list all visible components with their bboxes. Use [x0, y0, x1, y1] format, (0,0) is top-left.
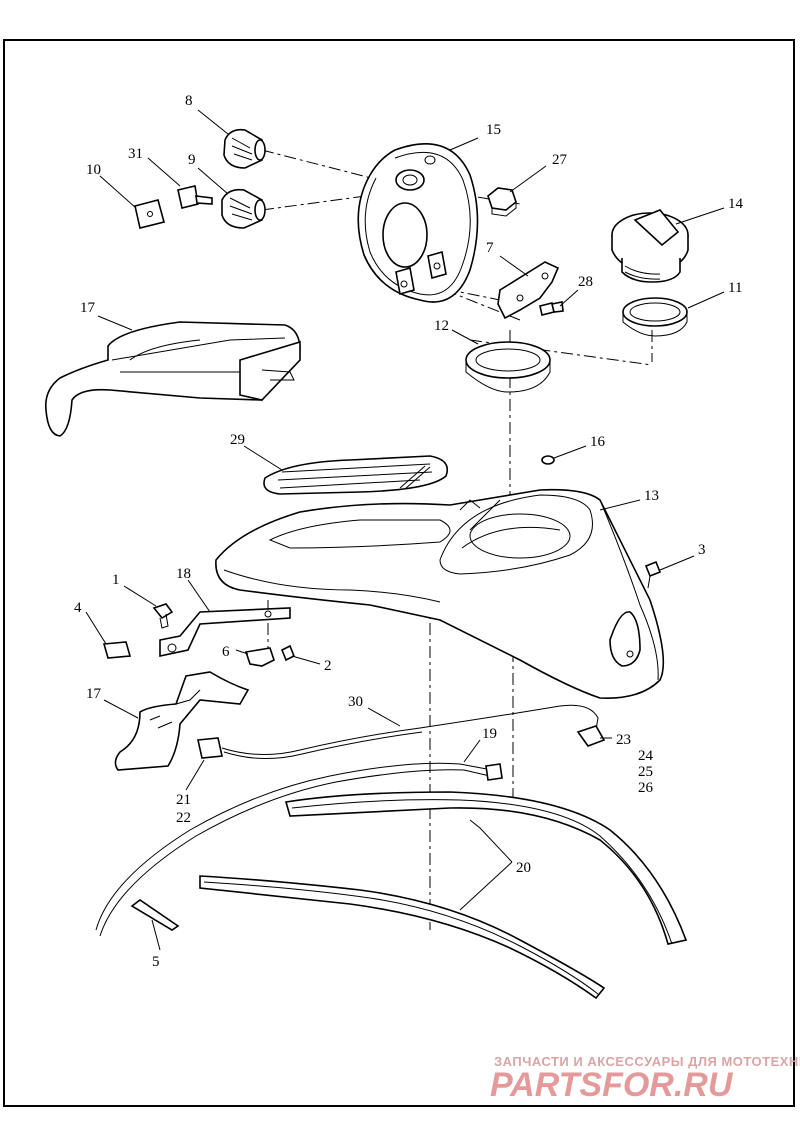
callout-20: 20 [516, 860, 531, 876]
callout-12: 12 [434, 318, 449, 334]
callout-16: 16 [590, 434, 606, 450]
callout-11: 11 [728, 280, 742, 296]
callout-17-upper: 17 [80, 300, 96, 316]
part-17-side-panel-upper [44, 321, 301, 437]
callout-14: 14 [728, 196, 744, 212]
part-19-hose [95, 762, 503, 937]
part-9-knob [221, 188, 266, 229]
callout-9: 9 [188, 152, 196, 168]
part-20-trim-upper [284, 791, 688, 945]
callout-2: 2 [324, 658, 332, 674]
part-11-ring [622, 297, 688, 337]
callout-27: 27 [552, 152, 568, 168]
callout-8: 8 [185, 93, 193, 109]
part-16-plug [541, 455, 555, 465]
callout-7: 7 [486, 240, 494, 256]
callout-19: 19 [482, 726, 497, 742]
callout-4: 4 [74, 600, 82, 616]
part-23-connector [576, 725, 606, 747]
part-7-bracket [497, 261, 560, 320]
part-15-mount-plate [357, 143, 479, 303]
part-18-bracket [159, 607, 291, 657]
callout-21: 21 [176, 792, 191, 808]
callout-5: 5 [152, 954, 160, 970]
callout-23: 23 [616, 732, 631, 748]
part-8-knob [223, 128, 266, 169]
diagram-border [3, 39, 795, 1107]
leader-lines [85, 109, 725, 951]
part-3-screw [644, 560, 662, 589]
callout-13: 13 [644, 488, 659, 504]
part-30-wire [197, 704, 599, 760]
part-14-fuel-cap [611, 209, 689, 283]
callout-labels: 8 15 31 9 27 10 14 7 28 11 17 12 16 29 1… [74, 93, 744, 970]
part-13-console [215, 488, 665, 699]
callout-22: 22 [176, 810, 191, 826]
callout-6: 6 [222, 644, 230, 660]
part-2-screw [280, 644, 296, 662]
part-20-trim-lower [199, 875, 606, 1000]
callout-17-lower: 17 [86, 686, 102, 702]
callout-1: 1 [112, 572, 120, 588]
callout-31: 31 [128, 146, 143, 162]
callout-10: 10 [86, 162, 101, 178]
part-10-plate [134, 199, 165, 229]
watermark-tagline: ЗАПЧАСТИ И АКСЕССУАРЫ ДЛЯ МОТОТЕХНИКИ [494, 1054, 800, 1069]
part-29-grille [263, 455, 449, 495]
callout-29: 29 [230, 432, 245, 448]
part-4-clip [102, 641, 132, 659]
part-5-cable-tie [130, 899, 180, 931]
watermark-logo: PARTSFOR.RU [490, 1066, 734, 1104]
callout-24: 24 [638, 748, 654, 764]
part-1-bolt [152, 603, 174, 629]
part-27-nut [487, 187, 517, 217]
part-12-ring [465, 341, 551, 393]
callout-3: 3 [698, 542, 706, 558]
part-6-clip [244, 647, 275, 667]
part-31-key [177, 185, 213, 209]
part-17-side-panel-lower [114, 671, 250, 771]
callout-15: 15 [486, 122, 501, 138]
callout-18: 18 [176, 566, 191, 582]
callout-26: 26 [638, 780, 654, 796]
callout-28: 28 [578, 274, 593, 290]
callout-30: 30 [348, 694, 363, 710]
callout-25: 25 [638, 764, 653, 780]
part-28-screw [539, 301, 564, 316]
watermark: ЗАПЧАСТИ И АКСЕССУАРЫ ДЛЯ МОТОТЕХНИКИ PA… [490, 1054, 800, 1104]
